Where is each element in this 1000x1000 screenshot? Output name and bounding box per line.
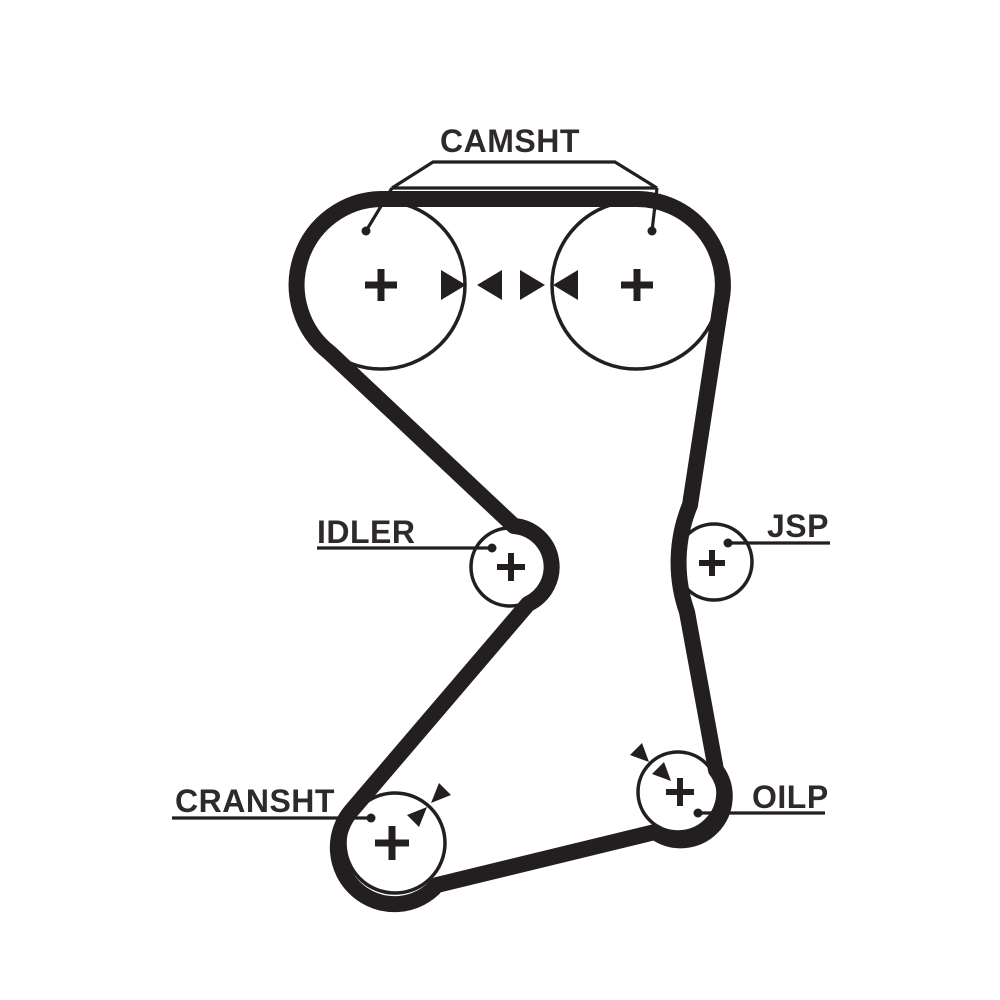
callout-lines	[172, 160, 830, 820]
center-cross	[621, 269, 653, 301]
center-cross	[375, 826, 409, 860]
label-jsp: JSP	[767, 508, 829, 544]
timing-mark-arrows	[407, 270, 671, 827]
camsht-bracket	[391, 160, 658, 190]
timing-belt-path	[288, 190, 733, 913]
crank-outer-arrow-icon	[431, 783, 451, 803]
leader-dot	[361, 226, 371, 236]
label-cransht: CRANSHT	[175, 783, 335, 819]
cam-mid-left-arrow-icon	[477, 270, 502, 300]
label-oilp: OILP	[752, 779, 829, 815]
center-cross	[666, 778, 694, 806]
leader-dot	[647, 226, 657, 236]
camsht-leader-left	[364, 187, 394, 232]
leader-dots	[361, 226, 733, 823]
cam-left-arrow-icon	[441, 270, 466, 300]
camsht-leader-right	[650, 187, 659, 232]
labels: CAMSHT IDLER JSP CRANSHT OILP	[175, 123, 829, 819]
label-camsht: CAMSHT	[440, 123, 580, 159]
leader-dot	[366, 813, 376, 823]
oilp-outer-arrow-icon	[630, 743, 649, 762]
leader-dot	[693, 808, 703, 818]
leader-dot	[487, 543, 497, 553]
crank-inner-arrow-icon	[407, 807, 427, 827]
cam-right-arrow-icon	[553, 270, 578, 300]
oilp-inner-arrow-icon	[652, 762, 671, 781]
center-cross	[699, 550, 725, 576]
label-idler: IDLER	[317, 514, 416, 550]
center-cross	[497, 553, 525, 581]
cam-mid-right-arrow-icon	[520, 270, 545, 300]
leader-dot	[723, 538, 733, 548]
center-cross	[365, 269, 397, 301]
center-crosses	[365, 269, 725, 860]
